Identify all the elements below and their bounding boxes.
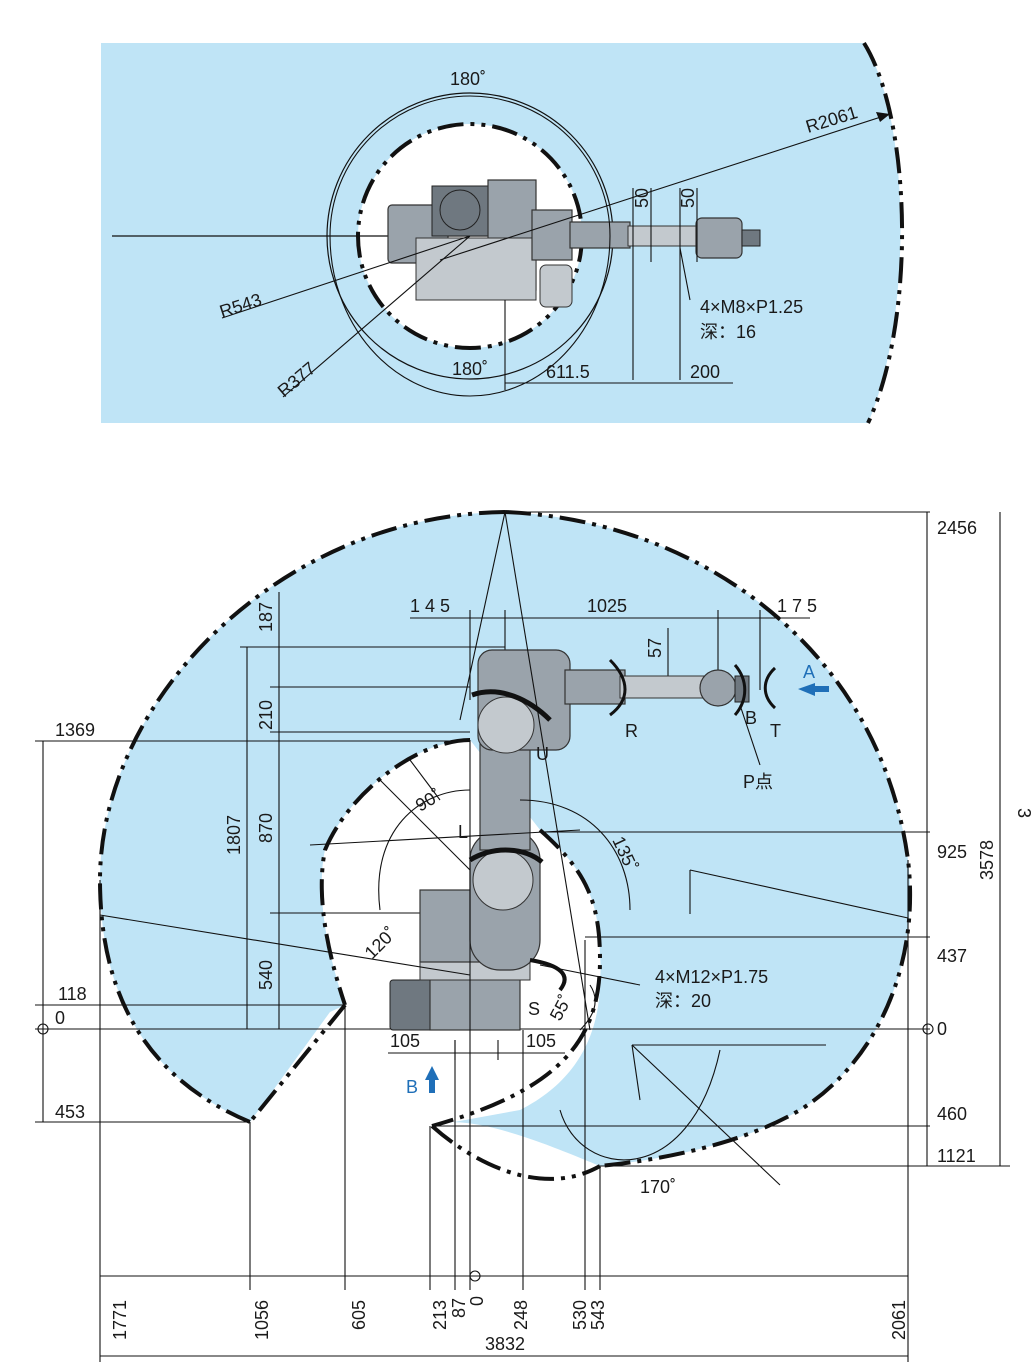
side-view-inner-boundary bbox=[319, 738, 471, 1006]
base-dim-left: 105 bbox=[390, 1031, 420, 1051]
dim-187: 187 bbox=[256, 602, 276, 632]
side-view-left-lower-boundary bbox=[248, 1003, 347, 1124]
top-dim-145: 1 4 5 bbox=[410, 596, 450, 616]
left-dim-1369: 1369 bbox=[55, 720, 95, 740]
screw-depth-2: 深：20 bbox=[655, 991, 711, 1011]
top-dim-57: 57 bbox=[645, 638, 665, 658]
right-edge-label: 3 bbox=[1014, 808, 1031, 818]
angle-170: 170˚ bbox=[640, 1177, 676, 1197]
total-height: 3578 bbox=[977, 840, 997, 880]
top-view-reach-boundary bbox=[862, 41, 905, 424]
bottom-dim-530: 530 bbox=[570, 1300, 590, 1330]
right-dim-2456: 2456 bbox=[937, 518, 977, 538]
dim-611-5: 611.5 bbox=[546, 362, 590, 382]
r2061-leader bbox=[439, 113, 891, 261]
total-width: 3832 bbox=[485, 1334, 525, 1354]
top-arc-180 bbox=[329, 95, 611, 237]
axis-l: L bbox=[458, 822, 468, 842]
right-dim-460: 460 bbox=[937, 1104, 967, 1124]
side-view-lower-boundary bbox=[430, 1124, 601, 1181]
r377-leader bbox=[282, 235, 471, 398]
right-dim-925: 925 bbox=[937, 842, 967, 862]
bottom-dim-1056: 1056 bbox=[252, 1300, 272, 1340]
dim-1807: 1807 bbox=[224, 815, 244, 855]
bottom-dim-1771: 1771 bbox=[110, 1300, 130, 1340]
bottom-dim-87: 87 bbox=[449, 1298, 469, 1318]
left-dim-0: 0 bbox=[55, 1008, 65, 1028]
axis-b-blue: B bbox=[406, 1077, 418, 1097]
dim-540: 540 bbox=[256, 960, 276, 990]
top-angle-bottom: 180˚ bbox=[452, 359, 488, 379]
bottom-dim-213: 213 bbox=[430, 1300, 450, 1330]
axis-b: B bbox=[745, 708, 757, 728]
base-dim-right: 105 bbox=[526, 1031, 556, 1051]
screw-depth-1: 深：16 bbox=[700, 322, 756, 342]
top-view: 180˚ 180˚ R2061 R543 R377 50 50 611.5 20… bbox=[101, 41, 905, 424]
axis-a-blue: A bbox=[803, 662, 815, 682]
screw-spec-2: 4×M12×P1.75 bbox=[655, 967, 768, 987]
bottom-arc-180 bbox=[329, 235, 611, 397]
side-view-robot bbox=[389, 649, 750, 1031]
top-angle-top: 180˚ bbox=[450, 69, 486, 89]
right-dim-0: 0 bbox=[937, 1019, 947, 1039]
side-view-inner-right-boundary bbox=[431, 828, 603, 1128]
axis-r: R bbox=[625, 721, 638, 741]
top-dim-1025: 1025 bbox=[587, 596, 627, 616]
side-view: 2456 925 437 0 460 1121 3578 3 1369 118 … bbox=[35, 510, 1031, 1362]
bottom-dim-605: 605 bbox=[349, 1300, 369, 1330]
side-view-left-boundary bbox=[97, 510, 506, 1124]
top-dim-175: 1 7 5 bbox=[777, 596, 817, 616]
axis-u: U bbox=[536, 744, 549, 764]
axis-t: T bbox=[770, 721, 781, 741]
bottom-dim-543: 543 bbox=[588, 1300, 608, 1330]
right-dim-437: 437 bbox=[937, 946, 967, 966]
bottom-dim-248: 248 bbox=[511, 1300, 531, 1330]
left-dim-118: 118 bbox=[58, 984, 87, 1004]
axis-s: S bbox=[528, 999, 540, 1019]
left-dim-453: 453 bbox=[55, 1102, 85, 1122]
dim-50-b: 50 bbox=[678, 188, 698, 208]
dim-210: 210 bbox=[256, 700, 276, 730]
p-point-label: P点 bbox=[743, 772, 773, 792]
dim-200: 200 bbox=[690, 362, 720, 382]
r543-leader bbox=[221, 235, 471, 319]
dim-50-a: 50 bbox=[632, 188, 652, 208]
right-dim-1121: 1121 bbox=[937, 1146, 976, 1166]
bottom-dim-2061: 2061 bbox=[889, 1300, 909, 1340]
bottom-dim-0: 0 bbox=[467, 1296, 487, 1306]
dim-870: 870 bbox=[256, 813, 276, 843]
screw-spec-1: 4×M8×P1.25 bbox=[700, 297, 803, 317]
